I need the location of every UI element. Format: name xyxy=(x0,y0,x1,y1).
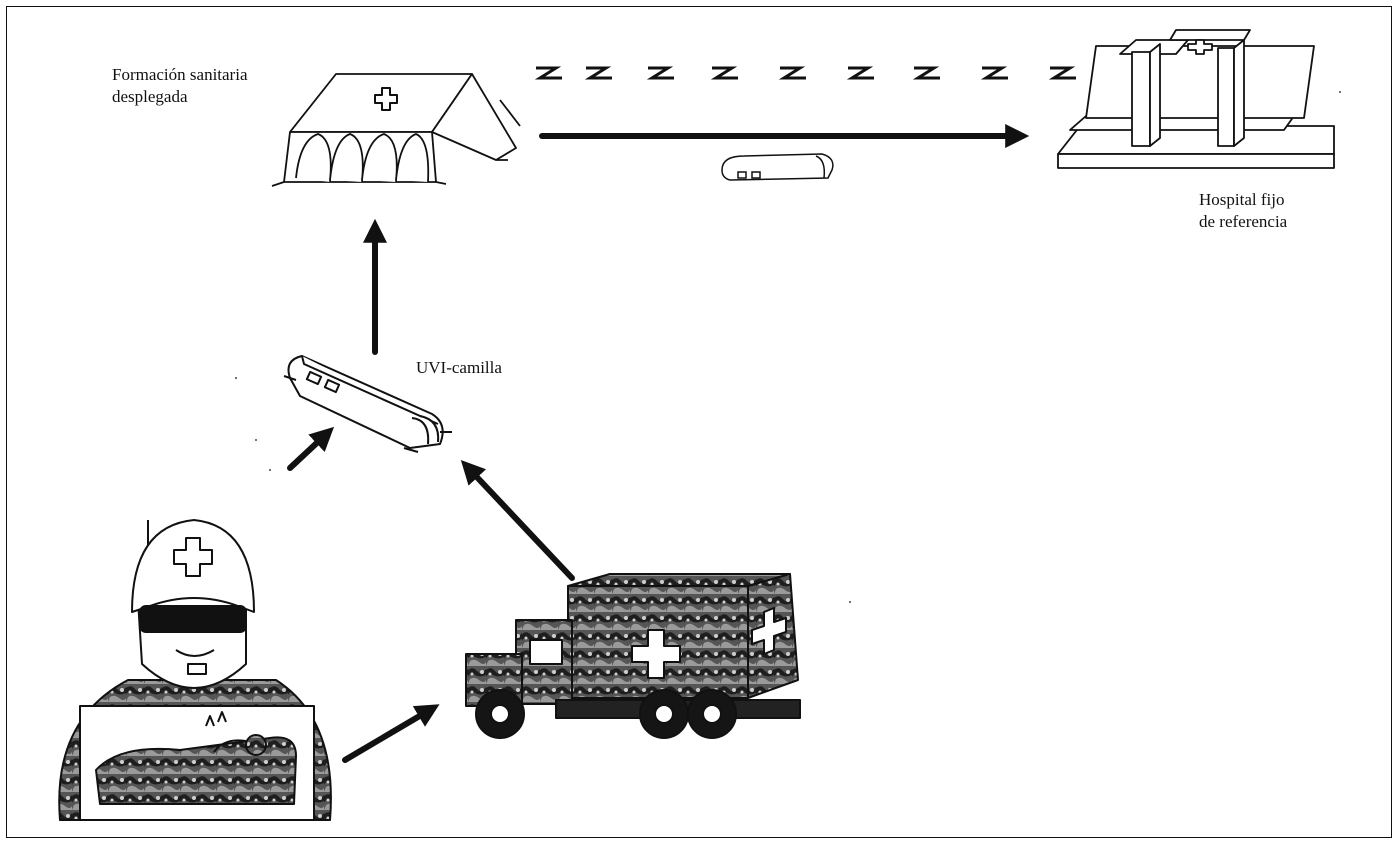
radio-wave-zigzag-icon xyxy=(536,68,1076,78)
label-uvi-camilla: UVI-camilla xyxy=(416,357,502,379)
field-hospital-tent-icon xyxy=(272,74,520,186)
arrow-medic-to-truck xyxy=(345,714,423,760)
military-ambulance-truck-icon xyxy=(466,574,800,738)
medic-soldier-with-patient-icon xyxy=(59,520,331,820)
small-icu-stretcher-icon xyxy=(722,154,833,180)
label-hospital-fijo: Hospital fijo de referencia xyxy=(1199,189,1287,233)
fixed-hospital-building-icon xyxy=(1058,30,1334,168)
arrow-truck-to-stretcher xyxy=(474,474,572,578)
label-formacion-sanitaria: Formación sanitaria desplegada xyxy=(112,64,248,108)
arrow-medic-to-stretcher xyxy=(290,440,320,468)
